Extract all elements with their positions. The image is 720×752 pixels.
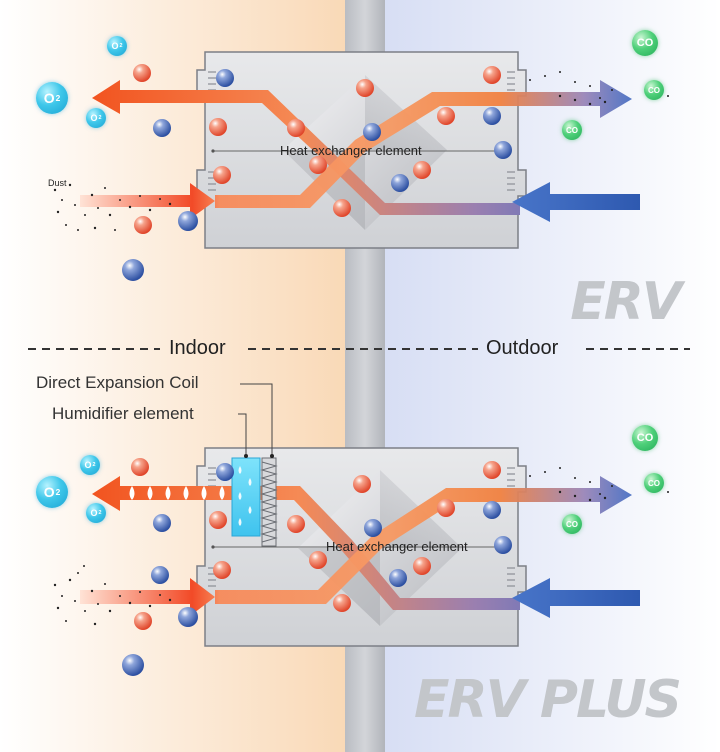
- erv-plus-airflows: [80, 476, 640, 618]
- dust-label: Dust: [48, 178, 67, 188]
- humidifier-element-label: Humidifier element: [52, 404, 194, 423]
- heat-exchanger-label: Heat exchanger element: [326, 539, 468, 554]
- erv-airflows: [80, 80, 640, 222]
- co-badge: CO: [644, 80, 664, 100]
- humidifier-element: [231, 457, 261, 537]
- co-badge: CO: [632, 30, 658, 56]
- humidifier-leader: [238, 413, 247, 454]
- direct-expansion-coil-label: Direct Expansion Coil: [36, 373, 199, 392]
- direct-expansion-coil: [260, 457, 278, 547]
- molecules-top: [122, 64, 512, 281]
- erv-title: ERV: [570, 272, 682, 332]
- co-badge: CO: [632, 425, 658, 451]
- outdoor-label: Outdoor: [486, 337, 559, 359]
- co-badge: CO: [562, 120, 582, 140]
- coil-leader: [240, 383, 273, 454]
- indoor-label: Indoor: [169, 337, 226, 359]
- heat-exchanger-label: Heat exchanger element: [280, 143, 422, 158]
- molecules-bottom: [122, 458, 512, 676]
- co-badge: CO: [562, 514, 582, 534]
- erv-plus-title: ERV PLUS: [414, 670, 682, 730]
- dust-particles: [53, 71, 669, 626]
- co-badge: CO: [644, 473, 664, 493]
